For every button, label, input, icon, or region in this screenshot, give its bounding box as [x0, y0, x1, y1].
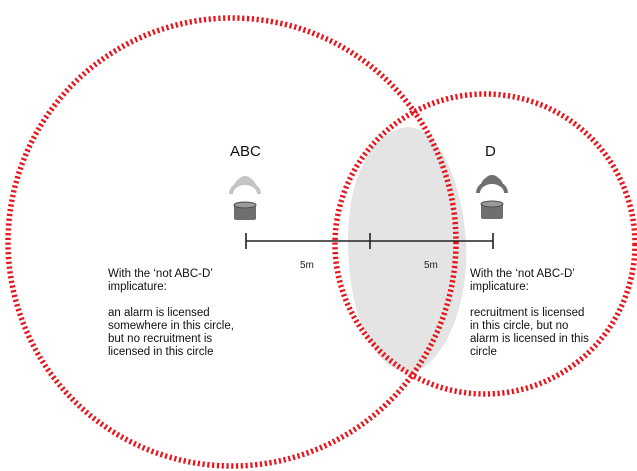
- distance-label-right: 5m: [424, 260, 438, 271]
- left-heading-line: With the ‘not ABC-D’: [108, 268, 213, 280]
- right-heading-line: implicature:: [470, 281, 529, 293]
- right-body-line: in this circle, but no: [470, 320, 569, 332]
- right-body-line: recruitment is licensed: [470, 307, 585, 319]
- distance-label-left: 5m: [300, 260, 314, 271]
- left-body-line: somewhere in this circle,: [108, 320, 234, 332]
- distance-scale: [245, 233, 494, 249]
- left-body-line: licensed in this circle: [108, 346, 214, 358]
- wifi-signal-icon: [476, 175, 508, 194]
- cylinder-device-icon: [233, 201, 257, 220]
- left-body-line: an alarm is licensed: [108, 307, 210, 319]
- left-circle-explanation: With the ‘not ABC-D’ implicature: an ala…: [108, 268, 234, 359]
- right-heading-line: With the ‘not ABC-D’: [470, 268, 575, 280]
- right-range-circle: [332, 91, 637, 397]
- left-range-circle: [5, 15, 459, 469]
- node-label-d: D: [485, 143, 496, 160]
- wifi-signal-icon: [229, 176, 261, 195]
- overlap-region: [348, 127, 467, 372]
- left-heading-line: implicature:: [108, 281, 167, 293]
- left-body-line: but no recruitment is: [108, 333, 213, 345]
- right-body-line: circle: [470, 346, 497, 358]
- node-label-abc: ABC: [230, 143, 261, 160]
- right-body-line: alarm is licensed in this: [470, 333, 589, 345]
- cylinder-device-icon: [480, 200, 504, 219]
- right-circle-explanation: With the ‘not ABC-D’ implicature: recrui…: [470, 268, 589, 359]
